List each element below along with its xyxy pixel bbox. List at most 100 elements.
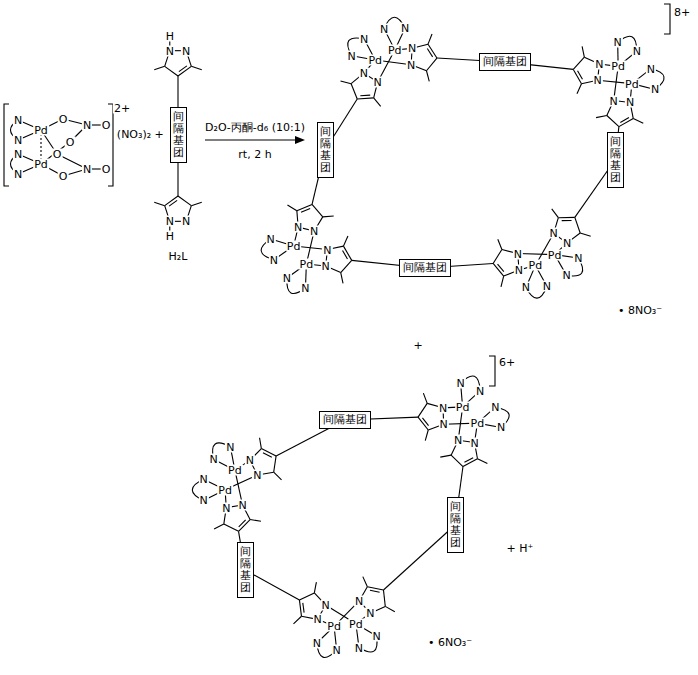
chem-label: N (609, 95, 619, 106)
bond-line (451, 455, 463, 466)
chem-label: 2+ (113, 103, 131, 114)
chem-label: Pd (528, 260, 544, 271)
chem-label: + (153, 129, 164, 140)
chem-label: + (412, 340, 423, 351)
chem-label: Pd (547, 249, 563, 260)
chem-label: Pd (217, 484, 233, 495)
chem-label: N (407, 43, 417, 54)
bond-line (425, 430, 428, 441)
chem-label: rt, 2 h (237, 149, 272, 160)
chem-label: • 8NO₃⁻ (617, 305, 663, 316)
bond-line (224, 524, 239, 531)
chem-label: N (632, 46, 642, 57)
bond-line (633, 119, 643, 124)
bond-line (239, 520, 251, 532)
chem-label: N (82, 164, 92, 175)
bond-line (427, 49, 432, 57)
spacer-box: 间隔基团 (319, 411, 371, 429)
chem-label: N (561, 270, 571, 281)
bond-line (154, 202, 164, 205)
bond-line (607, 115, 619, 126)
bond-line (562, 220, 572, 221)
chem-label: O (58, 114, 69, 125)
chem-label: N (548, 228, 558, 239)
bond-line (293, 616, 301, 624)
bond-line (351, 84, 357, 99)
chem-label: N (469, 437, 479, 448)
bond-line (578, 71, 583, 80)
chem-label: + H⁺ (506, 543, 535, 554)
chem-label: N (13, 115, 23, 126)
chem-label: N (312, 638, 322, 649)
spacer-text: 间隔基团 (450, 501, 461, 549)
chem-label: N (592, 75, 602, 86)
chem-label: N (198, 474, 208, 485)
chem-label: N (309, 225, 319, 236)
bond-line (343, 246, 351, 260)
chem-label: N (320, 599, 330, 610)
chem-label: O (58, 171, 69, 182)
chem-label: N (542, 281, 552, 292)
chem-label: O (65, 137, 76, 148)
bond-line (363, 577, 368, 587)
bond-line (498, 239, 502, 249)
chem-label: N (237, 499, 247, 510)
bond-line (477, 459, 487, 464)
spacer-text: 间隔基团 (320, 126, 331, 174)
chem-label: N (521, 282, 531, 293)
chem-label: N (594, 58, 604, 69)
bond-line (154, 66, 164, 69)
chem-label: N (181, 45, 191, 56)
bond-line (367, 587, 383, 590)
chem-label: Pd (286, 241, 302, 252)
chem-label: N (496, 422, 506, 433)
reaction-arrow (205, 139, 297, 140)
bond-line (383, 525, 455, 590)
chem-label: N (371, 630, 381, 641)
bond-line (385, 606, 395, 611)
chem-label: N (322, 244, 332, 255)
chem-label: N (354, 642, 364, 653)
bond-line (575, 217, 580, 233)
chem-label: N (453, 435, 463, 446)
bond-line (312, 204, 323, 216)
bond-line (370, 590, 380, 592)
bond-line (422, 418, 428, 426)
bracket (489, 356, 495, 386)
spacer-text: 间隔基团 (323, 414, 367, 426)
chem-label: N (475, 385, 485, 396)
chem-label: N (455, 377, 465, 388)
chem-label: N (282, 273, 292, 284)
bond-line (426, 58, 436, 71)
bracket (664, 4, 670, 34)
spacer-box: 间隔基团 (607, 132, 624, 188)
bond-line (297, 204, 312, 210)
chem-label: O (101, 120, 112, 131)
spacer-text: 间隔基团 (483, 56, 527, 68)
bond-line (191, 66, 201, 69)
chem-label: N (300, 282, 310, 293)
spacer-text: 间隔基团 (173, 111, 184, 159)
bond-line (178, 66, 191, 76)
chem-label: N (221, 502, 231, 513)
spacer-box: 间隔基团 (170, 107, 187, 163)
bond-line (343, 236, 347, 246)
chem-label: Pd (610, 61, 626, 72)
bond-line (303, 603, 304, 613)
chem-label: N (514, 264, 524, 275)
bond-line (577, 84, 582, 94)
bond-line (250, 520, 261, 522)
chem-label: N (198, 495, 208, 506)
chem-label: N (513, 248, 523, 259)
bond-line (299, 600, 301, 616)
chem-label: N (245, 455, 255, 466)
chem-label: N (181, 216, 191, 227)
chem-label: N (439, 419, 449, 430)
bond-line (582, 46, 584, 57)
chem-label: N (266, 233, 276, 244)
chem-label: H (165, 231, 175, 242)
chem-label: N (321, 260, 331, 271)
chem-label: N (225, 441, 235, 452)
